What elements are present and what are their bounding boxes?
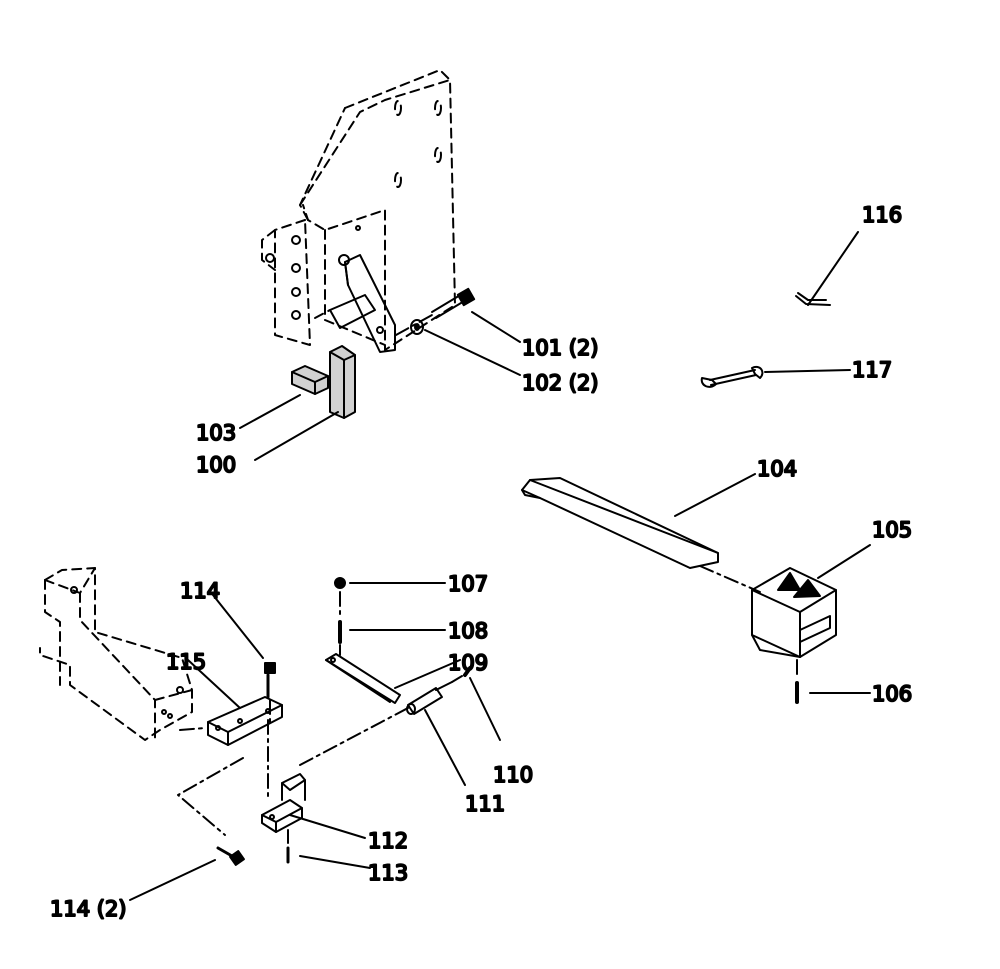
screw-114 [212, 594, 276, 723]
callout-104: 104 [757, 457, 797, 481]
screw-114-lower [129, 757, 245, 901]
block-115 [179, 659, 283, 801]
callout-109: 109 [448, 651, 488, 675]
base-phantom [39, 567, 193, 741]
callout-103: 103 [196, 421, 236, 445]
callout-115: 115 [166, 650, 206, 674]
wrench-117 [700, 366, 851, 388]
rod-109 [325, 644, 461, 704]
mounting-plate-phantom [261, 69, 456, 351]
cube-105 [751, 544, 871, 658]
callout-106: 106 [872, 682, 912, 706]
callout-117: 117 [852, 358, 892, 382]
callout-105: 105 [872, 518, 912, 542]
callout-111: 111 [465, 792, 505, 816]
callout-100: 100 [196, 453, 236, 477]
callout-114-2: 114 (2) [50, 897, 127, 921]
shaft-111 [299, 675, 466, 786]
callout-113: 113 [368, 861, 408, 885]
leaders-upper [239, 311, 521, 461]
pin-110 [463, 666, 501, 741]
ball-107 [334, 577, 446, 589]
callout-108: 108 [448, 619, 488, 643]
callout-101: 101 (2) [522, 336, 599, 360]
callout-110: 110 [493, 763, 533, 787]
callout-112: 112 [368, 829, 408, 853]
block-103 [291, 365, 329, 395]
block-112 [261, 773, 366, 839]
spring-108 [338, 591, 446, 644]
plate-bracket [314, 254, 396, 353]
screw-113 [286, 829, 371, 869]
screw-101 [395, 287, 476, 336]
callout-116: 116 [862, 203, 902, 227]
hex-key-116 [795, 231, 859, 306]
screw-106 [795, 659, 871, 704]
plate-104 [521, 473, 761, 593]
block-100 [329, 345, 356, 419]
callout-114: 114 [180, 579, 220, 603]
callout-107: 107 [448, 572, 488, 596]
washer-102 [410, 319, 424, 335]
callout-102: 102 (2) [522, 371, 599, 395]
